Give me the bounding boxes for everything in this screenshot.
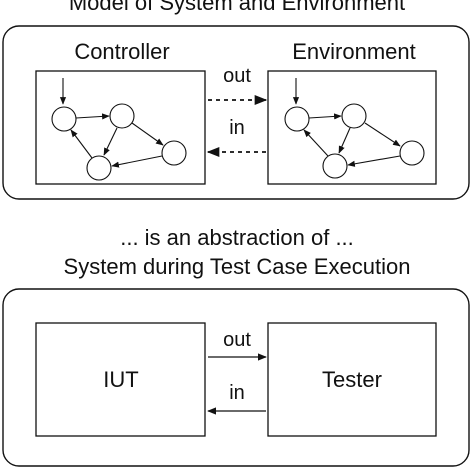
environment-state-3 xyxy=(399,140,425,166)
controller-state-3 xyxy=(161,140,187,166)
controller-state-1 xyxy=(51,106,77,132)
middle-caption-line2: System during Test Case Execution xyxy=(64,254,411,279)
environment-label: Environment xyxy=(292,39,416,64)
environment-state-2 xyxy=(341,103,367,129)
model-frame xyxy=(2,25,470,200)
model-out-label: out xyxy=(223,65,251,87)
controller-edge-2-4 xyxy=(103,127,118,156)
environment-state-machine xyxy=(284,78,425,179)
execution-in-label: in xyxy=(229,382,245,404)
environment-box xyxy=(267,70,437,185)
model-in-label: in xyxy=(229,117,245,139)
iut-label: IUT xyxy=(103,367,138,392)
environment-edge-2-4 xyxy=(338,127,351,154)
controller-state-2 xyxy=(109,103,135,129)
environment-edge-4-1 xyxy=(303,129,329,157)
controller-edge-4-1 xyxy=(70,129,93,159)
tester-box xyxy=(267,322,437,437)
execution-frame xyxy=(2,288,470,467)
environment-state-4 xyxy=(322,153,348,179)
iut-box xyxy=(35,322,206,437)
tester-label: Tester xyxy=(322,367,382,392)
controller-label: Controller xyxy=(74,39,169,64)
controller-state-4 xyxy=(86,155,112,181)
environment-edge-2-3 xyxy=(364,122,401,147)
controller-box xyxy=(35,70,206,185)
environment-edge-1-2 xyxy=(308,113,342,120)
environment-state-1 xyxy=(284,106,310,132)
controller-state-machine xyxy=(51,78,187,181)
controller-edge-2-3 xyxy=(131,122,164,146)
controller-edge-1-2 xyxy=(75,113,110,120)
middle-caption-line1: ... is an abstraction of ... xyxy=(120,225,354,250)
top-caption: Model of System and Environment xyxy=(69,0,405,15)
environment-edge-3-4 xyxy=(347,155,401,167)
controller-edge-3-4 xyxy=(111,155,163,168)
execution-out-label: out xyxy=(223,329,251,351)
